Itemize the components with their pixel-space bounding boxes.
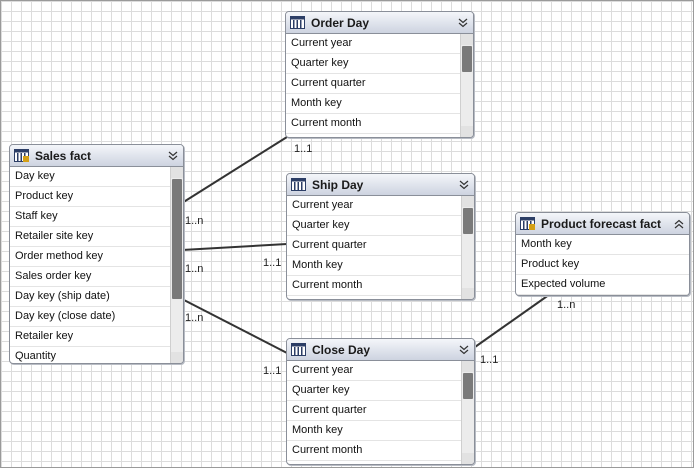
ship-day-table[interactable]: Ship Day Current year Quarter key Curren…	[286, 173, 475, 300]
cardinality-label: 1..1	[294, 143, 313, 155]
table-header[interactable]: Order Day	[286, 12, 473, 34]
field-row[interactable]: Month key	[287, 256, 474, 276]
chevron-down-icon[interactable]	[458, 179, 470, 191]
link-sales-order[interactable]	[181, 136, 288, 204]
field-row[interactable]: Quantity	[10, 347, 183, 363]
table-icon	[14, 149, 29, 162]
table-title: Close Day	[312, 342, 371, 357]
field-row[interactable]: Expected volume	[516, 275, 689, 295]
sales-fact-table[interactable]: Sales fact Day key Product key Staff key…	[9, 144, 184, 364]
field-row[interactable]: Quarter key	[286, 54, 473, 74]
table-title: Product forecast fact	[541, 216, 662, 231]
cardinality-label: 1..n	[185, 263, 204, 275]
order-day-table[interactable]: Order Day Current year Quarter key Curre…	[285, 11, 474, 138]
field-row[interactable]: Product key	[10, 187, 183, 207]
scrollbar[interactable]	[461, 196, 474, 299]
field-row[interactable]: Current year	[287, 196, 474, 216]
field-row[interactable]: Month key	[286, 94, 473, 114]
cardinality-label: 1..n	[185, 215, 204, 227]
scrollbar[interactable]	[170, 167, 183, 363]
field-row[interactable]: Month key	[516, 235, 689, 255]
field-row[interactable]: Current month	[287, 441, 474, 461]
field-row[interactable]: Quarter key	[287, 216, 474, 236]
field-row[interactable]: Staff key	[10, 207, 183, 227]
field-list: Current year Quarter key Current quarter…	[287, 196, 474, 299]
field-list: Current year Quarter key Current quarter…	[286, 34, 473, 137]
table-header[interactable]: Sales fact	[10, 145, 183, 167]
field-row[interactable]: Sales order key	[10, 267, 183, 287]
product-forecast-fact-table[interactable]: Product forecast fact Month key Product …	[515, 212, 690, 296]
link-sales-close[interactable]	[181, 298, 288, 354]
field-row[interactable]: Current year	[287, 361, 474, 381]
table-title: Ship Day	[312, 177, 364, 192]
field-row[interactable]: Month key	[287, 421, 474, 441]
field-row[interactable]: Day key (ship date)	[10, 287, 183, 307]
field-list: Day key Product key Staff key Retailer s…	[10, 167, 183, 363]
table-header[interactable]: Ship Day	[287, 174, 474, 196]
cardinality-label: 1..1	[263, 257, 282, 269]
field-list: Month key Product key Expected volume	[516, 235, 689, 295]
field-row[interactable]: Current month	[286, 114, 473, 134]
field-row[interactable]: Current quarter	[286, 74, 473, 94]
link-sales-ship[interactable]	[181, 243, 288, 251]
field-row[interactable]: Current quarter	[287, 236, 474, 256]
chevron-down-icon[interactable]	[457, 17, 469, 29]
cardinality-label: 1..1	[480, 354, 499, 366]
chevron-down-icon[interactable]	[167, 150, 179, 162]
scrollbar[interactable]	[460, 34, 473, 137]
link-forecast-close[interactable]	[474, 291, 554, 348]
field-row[interactable]: Product key	[516, 255, 689, 275]
field-row[interactable]: Current year	[286, 34, 473, 54]
field-row[interactable]: Retailer key	[10, 327, 183, 347]
field-row[interactable]: Current quarter	[287, 401, 474, 421]
table-header[interactable]: Close Day	[287, 339, 474, 361]
field-list: Current year Quarter key Current quarter…	[287, 361, 474, 464]
close-day-table[interactable]: Close Day Current year Quarter key Curre…	[286, 338, 475, 465]
cardinality-label: 1..1	[263, 365, 282, 377]
chevron-down-icon[interactable]	[458, 344, 470, 356]
cardinality-label: 1..n	[557, 299, 576, 311]
field-row[interactable]: Day key (close date)	[10, 307, 183, 327]
table-icon	[291, 343, 306, 356]
field-row[interactable]: Order method key	[10, 247, 183, 267]
table-title: Order Day	[311, 15, 370, 30]
field-row[interactable]: Current month	[287, 276, 474, 296]
cardinality-label: 1..n	[185, 312, 204, 324]
field-row[interactable]: Quarter key	[287, 381, 474, 401]
field-row[interactable]: Retailer site key	[10, 227, 183, 247]
table-title: Sales fact	[35, 148, 92, 163]
table-icon	[520, 217, 535, 230]
field-row[interactable]: Day key	[10, 167, 183, 187]
table-header[interactable]: Product forecast fact	[516, 213, 689, 235]
scrollbar[interactable]	[461, 361, 474, 464]
table-icon	[291, 178, 306, 191]
table-icon	[290, 16, 305, 29]
chevron-up-icon[interactable]	[673, 218, 685, 230]
